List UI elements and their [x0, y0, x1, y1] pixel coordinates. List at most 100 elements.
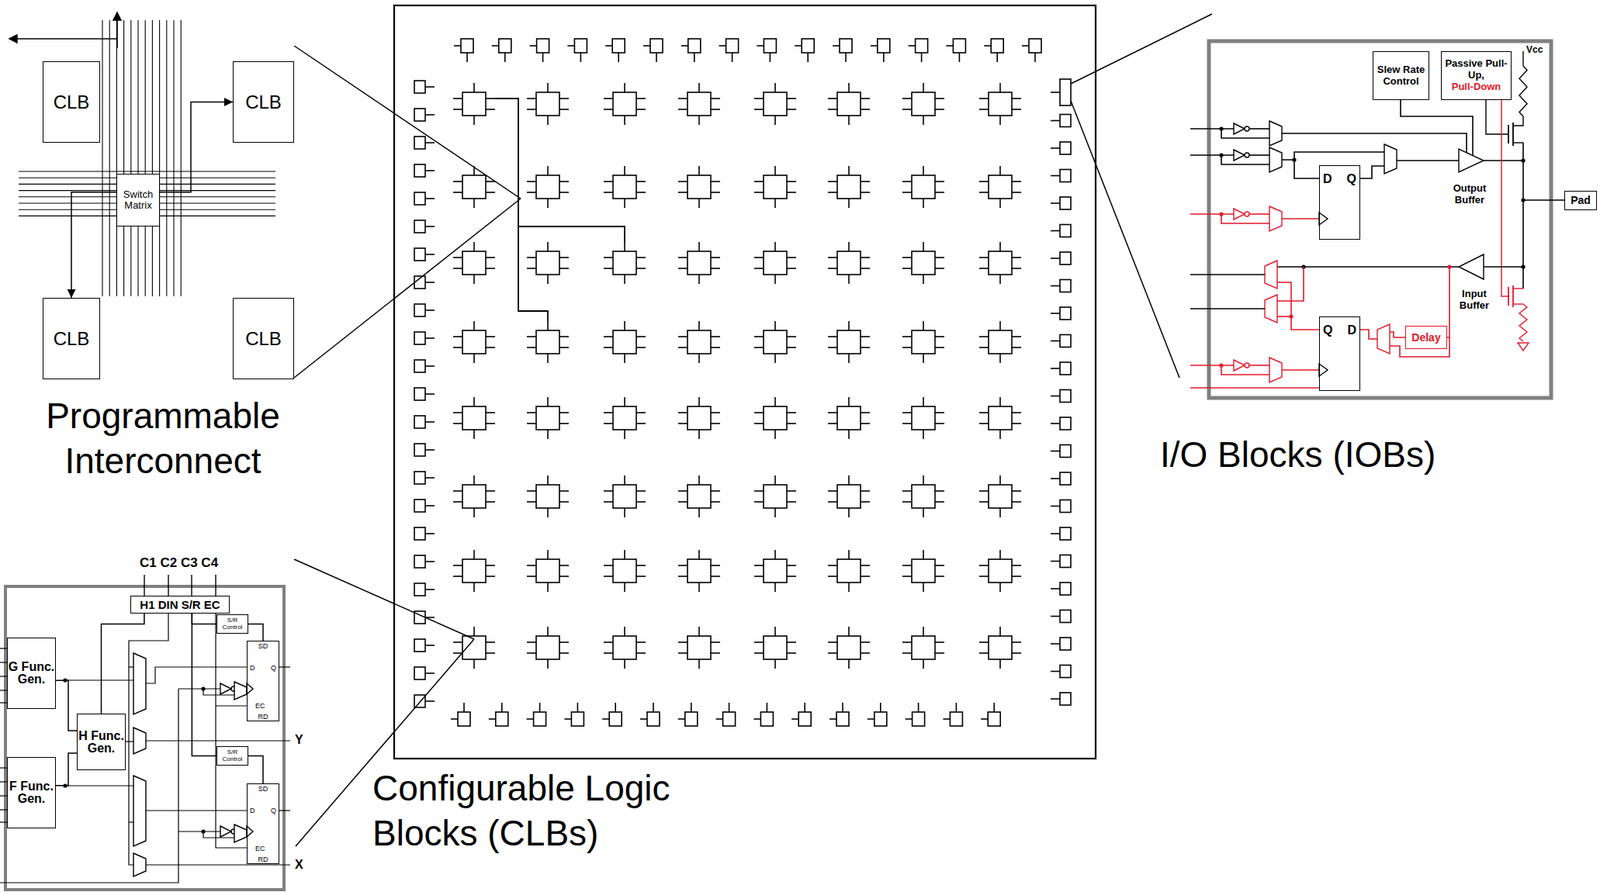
clb-symbol: [837, 406, 861, 430]
clb-pin: [754, 641, 764, 644]
iob-symbol: [612, 38, 625, 53]
mux-symbol: [1269, 357, 1282, 383]
clb-pin: [979, 412, 989, 414]
clb-pin: [999, 242, 1001, 252]
clb-pin: [848, 166, 850, 176]
output-wire: [279, 666, 291, 668]
clb-symbol: [911, 92, 936, 116]
clb-pin: [902, 108, 912, 111]
clb-pin: [999, 550, 1001, 560]
clb-pin: [999, 115, 1001, 125]
clb-symbol: [763, 559, 787, 583]
clb-pin: [678, 335, 688, 338]
clb-box: CLB: [232, 61, 295, 143]
clb-pin: [1011, 422, 1022, 425]
iob-pin: [753, 718, 761, 721]
supply-label: Vcc: [1526, 45, 1543, 56]
clb-pin: [485, 97, 496, 100]
clb-symbol: [988, 559, 1012, 583]
clb-pin: [935, 108, 945, 111]
box-label: EC: [255, 845, 266, 853]
clb-pin: [979, 575, 989, 578]
clb-pin: [902, 641, 912, 644]
iob-pin: [425, 141, 435, 144]
clb-pin: [526, 652, 537, 655]
iob-pin: [605, 45, 613, 47]
iob-symbol: [460, 38, 474, 53]
iob-symbol: [801, 38, 814, 53]
clb-pin: [999, 353, 1001, 364]
iob-pin: [425, 700, 435, 703]
clb-pin: [935, 501, 945, 503]
clb-pin: [827, 422, 838, 425]
clb-pin: [473, 429, 475, 440]
clb-pin: [623, 508, 626, 518]
box-label: RD: [247, 855, 279, 864]
clb-symbol: [988, 636, 1012, 660]
clb-pin: [827, 575, 838, 578]
clb-pin: [678, 490, 688, 492]
clb-pin: [473, 397, 475, 407]
delay-box: Delay: [1405, 325, 1448, 350]
clb-pin: [710, 267, 721, 270]
iob-symbol: [1059, 79, 1071, 106]
clb-pin: [473, 475, 475, 485]
clb-pin: [559, 256, 569, 259]
clb-pin: [922, 242, 925, 252]
clb-pin: [636, 422, 646, 425]
routing-track: [123, 20, 125, 297]
clb-pin: [547, 659, 549, 669]
clb-pin: [453, 180, 463, 183]
iob-pin: [466, 52, 468, 63]
clb-pin: [979, 346, 989, 349]
clb-pin: [547, 198, 549, 208]
clb-pin: [485, 267, 496, 270]
inverter-bubble: [1244, 126, 1250, 132]
iob-pin: [921, 52, 923, 63]
routing-track: [18, 183, 276, 185]
clb-symbol: [462, 559, 486, 583]
clb-pin: [485, 422, 496, 425]
clb-pin: [827, 97, 838, 100]
mux-symbol: [133, 775, 146, 847]
mux-symbol: [1264, 294, 1278, 323]
clb-pin: [453, 97, 463, 100]
clb-symbol: [612, 175, 637, 199]
clb-pin: [922, 83, 925, 93]
iob-pin: [766, 703, 769, 713]
buffer-label: Output Buffer: [1447, 183, 1492, 207]
iob-pin: [905, 718, 913, 721]
clb-pin: [603, 191, 613, 194]
iob-pin: [1050, 285, 1060, 288]
clb-pin: [678, 575, 688, 578]
box-label: H1 DIN S/R EC: [139, 599, 220, 611]
clb-pin: [547, 353, 549, 364]
clb-symbol: [763, 330, 787, 354]
routing-track: [159, 20, 160, 297]
section-title: I/O Blocks (IOBs): [1160, 434, 1436, 476]
clb-pin: [559, 97, 569, 100]
clb-pin: [754, 108, 764, 111]
clb-pin: [848, 475, 850, 485]
box-label: SD: [247, 785, 279, 794]
clb-pin: [526, 346, 537, 349]
iob-pin: [1050, 91, 1060, 94]
clb-pin: [710, 575, 721, 578]
clb-pin: [786, 652, 797, 655]
box-label: RD: [247, 713, 279, 721]
clb-pin: [935, 180, 945, 183]
clb-pin: [678, 108, 688, 111]
box-label: G Func. Gen.: [7, 661, 56, 686]
clb-pin: [848, 429, 850, 440]
clb-pin: [902, 490, 912, 492]
iob-symbol: [915, 38, 929, 53]
clb-pin: [935, 490, 945, 492]
clb-symbol: [988, 484, 1012, 509]
clb-pin: [860, 564, 870, 567]
iob-pin: [1050, 616, 1060, 618]
clb-pin: [786, 97, 797, 100]
iob-pin: [867, 718, 875, 721]
clb-pin: [902, 97, 912, 100]
clb-pin: [774, 429, 776, 440]
clb-pin: [526, 108, 537, 111]
